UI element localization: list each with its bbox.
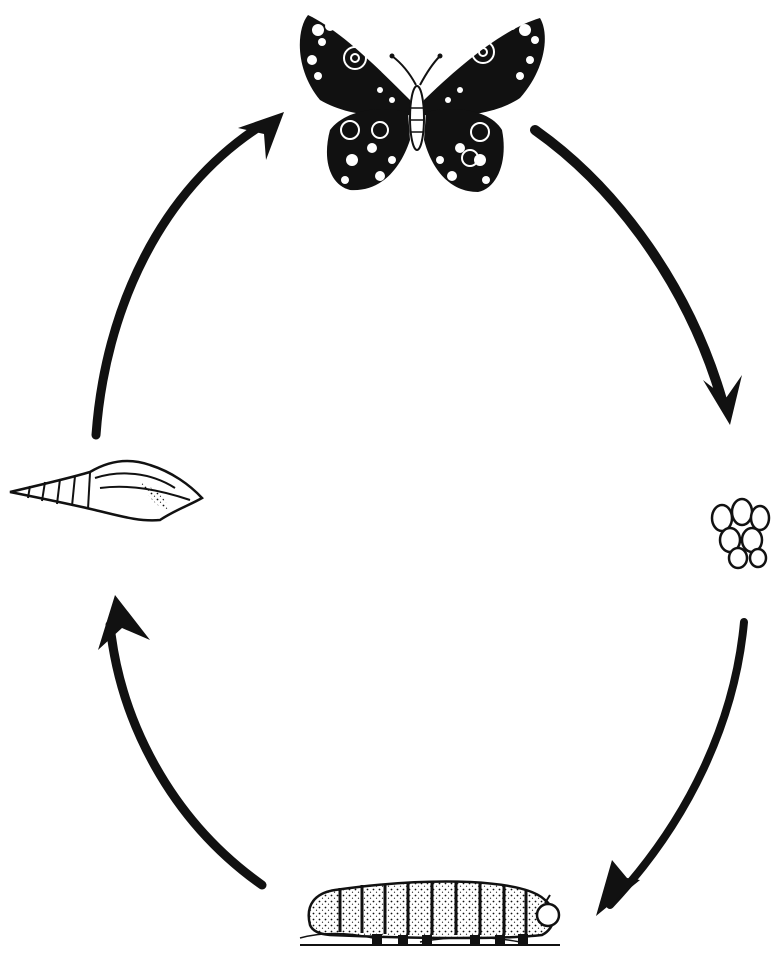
arrow-egg-to-larva xyxy=(596,622,744,916)
arrow-pupa-to-adult xyxy=(96,112,284,435)
butterfly-icon xyxy=(300,15,545,192)
eggs-icon xyxy=(712,499,769,568)
chrysalis-icon xyxy=(10,461,202,520)
arrow-larva-to-pupa xyxy=(98,595,262,885)
arrow-adult-to-egg xyxy=(535,130,742,425)
caterpillar-icon xyxy=(300,882,560,945)
